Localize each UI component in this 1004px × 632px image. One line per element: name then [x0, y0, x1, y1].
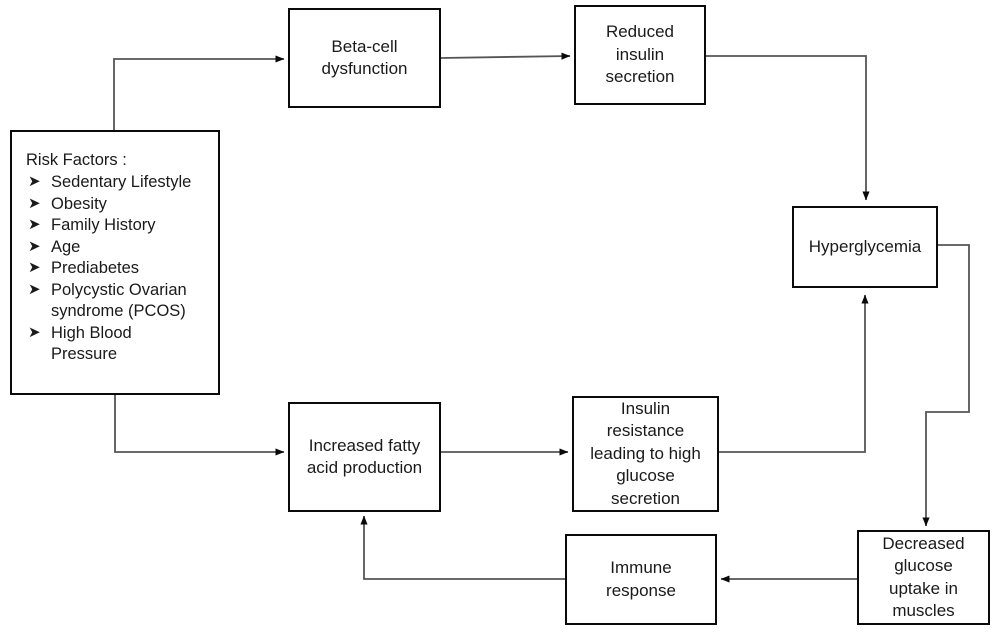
risk-factors-title: Risk Factors :	[26, 151, 127, 169]
edge-risk-to-fatty-acid	[114, 395, 285, 456]
list-item: ➤ Polycystic Ovarian syndrome (PCOS)	[26, 280, 208, 323]
arrow-bullet-icon: ➤	[28, 323, 41, 341]
risk-factor-label: Obesity	[51, 194, 107, 213]
node-hyperglycemia[interactable]: Hyperglycemia	[792, 206, 938, 288]
arrow-bullet-icon: ➤	[28, 259, 41, 277]
node-label: Decreased glucose uptake in muscles	[882, 533, 965, 620]
node-label: Reduced insulin secretion	[605, 22, 675, 87]
node-label: Insulin resistance leading to high gluco…	[590, 398, 701, 508]
node-decreased-glucose-uptake[interactable]: Decreased glucose uptake in muscles	[857, 530, 990, 625]
list-item: ➤ Family History	[26, 215, 208, 236]
edge-beta-cell-to-reduced-insulin	[440, 52, 571, 60]
risk-factor-label: Sedentary Lifestyle	[51, 173, 192, 192]
risk-factor-label: Family History	[51, 216, 156, 235]
list-item: ➤ Sedentary Lifestyle	[26, 172, 208, 193]
risk-factor-label: Age	[51, 237, 81, 256]
list-item: ➤ High Blood Pressure	[26, 323, 208, 366]
edge-reduced-insulin-to-hyperglycemia	[706, 55, 870, 201]
arrow-bullet-icon: ➤	[28, 237, 41, 255]
list-item: ➤ Obesity	[26, 194, 208, 215]
node-immune-response[interactable]: Immune response	[565, 534, 717, 625]
arrow-bullet-icon: ➤	[28, 173, 41, 191]
arrow-bullet-icon: ➤	[28, 280, 41, 298]
node-beta-cell-dysfunction[interactable]: Beta-cell dysfunction	[288, 8, 441, 108]
node-label: Hyperglycemia	[808, 236, 922, 256]
node-insulin-resistance[interactable]: Insulin resistance leading to high gluco…	[572, 396, 719, 512]
edge-insulin-resistance-to-hyperglycemia	[719, 294, 869, 453]
edge-immune-response-to-fatty-acid	[360, 515, 565, 580]
node-reduced-insulin-secretion[interactable]: Reduced insulin secretion	[574, 5, 706, 105]
node-increased-fatty-acid-production[interactable]: Increased fatty acid production	[288, 402, 441, 512]
risk-factor-label: High Blood Pressure	[51, 323, 132, 363]
arrow-bullet-icon: ➤	[28, 216, 41, 234]
node-label: Immune response	[606, 558, 676, 600]
risk-factor-label: Polycystic Ovarian syndrome (PCOS)	[51, 280, 187, 321]
node-label: Increased fatty acid production	[306, 435, 423, 477]
risk-factors-list: ➤ Sedentary Lifestyle ➤ Obesity ➤ Family Hi…	[26, 172, 208, 365]
node-risk-factors[interactable]: Risk Factors : ➤ Sedentary Lifestyle ➤ Obe…	[10, 130, 220, 395]
edge-risk-to-beta-cell	[113, 55, 285, 130]
list-item: ➤ Age	[26, 237, 208, 258]
list-item: ➤ Prediabetes	[26, 258, 208, 279]
arrow-bullet-icon: ➤	[28, 194, 41, 212]
node-label: Beta-cell dysfunction	[321, 36, 408, 78]
risk-factor-label: Prediabetes	[51, 259, 140, 278]
